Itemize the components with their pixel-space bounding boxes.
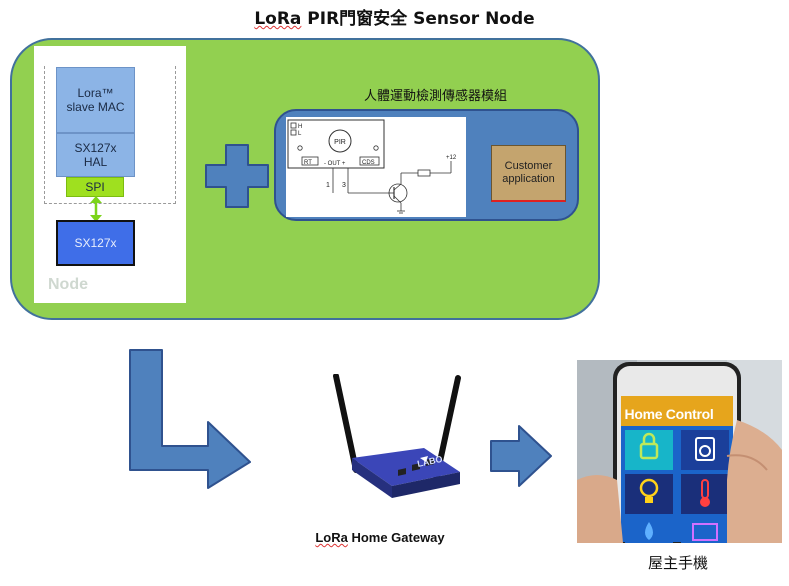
label-rt: RT xyxy=(304,160,312,166)
owner-phone-label: 屋主手機 xyxy=(647,554,708,572)
label-cds: CDS xyxy=(362,160,375,166)
down-right-arrow-icon xyxy=(129,349,251,489)
label-pir: PIR xyxy=(334,139,346,146)
gateway-label: LoRa Home Gateway xyxy=(300,530,460,545)
right-arrow-icon xyxy=(490,425,552,487)
gateway-rest: Home Gateway xyxy=(347,530,445,545)
smartphone-icon xyxy=(577,360,782,543)
node-dashed-separator xyxy=(44,203,176,204)
label-supply: +12 xyxy=(446,155,457,161)
sensor-module-title: 人體運動檢測傳感器模組 xyxy=(364,89,508,104)
monitor-icon xyxy=(692,523,718,541)
label-pin3: 3 xyxy=(342,182,346,189)
spi-block: SPI xyxy=(66,177,124,197)
label-h: H xyxy=(298,124,302,130)
bulb-icon xyxy=(639,478,659,503)
pir-circuit-diagram: H L PIR RT - OUT + CDS 1 3 +12 xyxy=(287,119,457,214)
drop-icon xyxy=(645,522,653,540)
label-out: - OUT + xyxy=(324,161,346,167)
washer-icon xyxy=(695,437,715,461)
phone-photo xyxy=(577,360,782,543)
spi-link-arrow-icon xyxy=(90,196,102,222)
customer-application-box: Customer application xyxy=(491,145,566,202)
node-dashed-frame xyxy=(44,66,176,204)
pir-schematic: H L PIR RT - OUT + CDS 1 3 +12 xyxy=(286,117,466,217)
lock-icon xyxy=(639,432,659,460)
phone-screen-title: Home Control xyxy=(624,406,714,422)
label-pin1: 1 xyxy=(326,182,330,189)
title-lora: LoRa xyxy=(254,9,302,29)
node-label: Node xyxy=(48,276,88,293)
router-icon: LABO xyxy=(333,374,461,498)
label-l: L xyxy=(298,131,302,137)
thermometer-icon xyxy=(700,479,710,507)
plus-icon xyxy=(205,144,269,208)
gateway-lora: LoRa xyxy=(315,530,348,545)
chip-block: SX127x xyxy=(56,220,135,266)
diagram-title: LoRa PIR門窗安全 Sensor Node xyxy=(0,4,789,29)
title-rest: PIR門窗安全 Sensor Node xyxy=(301,9,535,29)
hal-block: SX127x HAL xyxy=(56,133,135,177)
lora-mac-block: Lora™ slave MAC xyxy=(56,67,135,133)
